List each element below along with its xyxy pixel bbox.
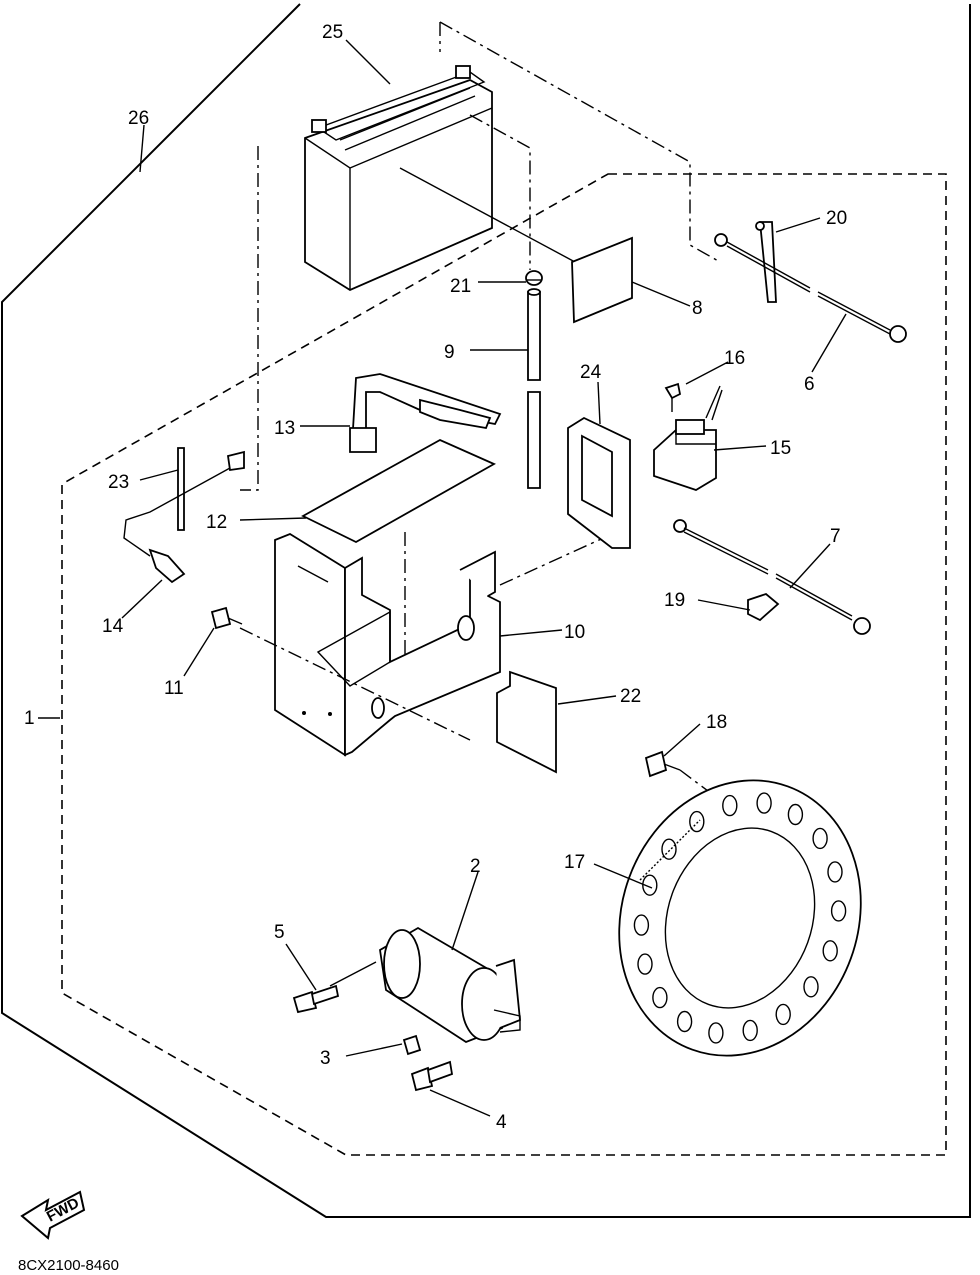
bolt-16: [664, 382, 682, 412]
starter-motor-2: [379, 926, 521, 1044]
sheet-12: [301, 438, 496, 544]
starter-relay-15: [653, 385, 723, 491]
kit-1-boundary: [61, 173, 947, 1156]
disc-hole: [742, 1019, 758, 1042]
disc-hole: [830, 900, 847, 922]
label-10: 10: [564, 622, 585, 643]
label-8: 8: [692, 298, 703, 319]
lead-14: [123, 450, 245, 584]
disc-hole: [689, 810, 705, 833]
label-23: 23: [108, 472, 129, 493]
kit-26-boundary: [1, 3, 971, 1218]
starter-disc-17: [618, 779, 862, 1057]
disc-hole: [812, 827, 828, 850]
clamp-19: [747, 592, 780, 622]
leader-lines: [38, 39, 847, 1117]
disc-hole: [633, 914, 650, 936]
label-20: 20: [826, 208, 847, 229]
bolt-11: [210, 606, 243, 630]
disc-hole: [722, 794, 738, 817]
disc-hole: [642, 874, 658, 896]
band-20: [755, 221, 777, 303]
label-11: 11: [164, 678, 184, 699]
fwd-arrow-icon: FWD: [20, 1190, 86, 1240]
disc-hole: [676, 1010, 693, 1033]
label-6: 6: [804, 374, 815, 395]
disc-hole: [803, 976, 819, 998]
disc-hole: [708, 1022, 724, 1044]
pad-8: [571, 236, 633, 324]
label-15: 15: [770, 438, 791, 459]
label-9: 9: [444, 342, 455, 363]
disc-hole: [787, 803, 804, 826]
label-26: 26: [128, 108, 149, 129]
label-19: 19: [664, 590, 685, 611]
label-16: 16: [724, 348, 745, 369]
battery: [304, 65, 576, 292]
lead-7: [673, 519, 871, 635]
battery-band-13: [349, 373, 502, 453]
label-1: 1: [24, 708, 35, 729]
disc-hole: [661, 838, 677, 860]
disc-hole: [637, 953, 653, 975]
band-23: [177, 447, 185, 531]
label-12: 12: [206, 512, 227, 533]
disc-hole: [775, 1003, 791, 1026]
bolt-5: [292, 984, 340, 1014]
disc-hole: [822, 940, 838, 962]
nut-3: [402, 1034, 422, 1056]
label-18: 18: [706, 712, 727, 733]
label-25: 25: [322, 22, 343, 43]
disc-hole: [756, 792, 772, 814]
plate-22: [496, 670, 557, 774]
label-14: 14: [102, 616, 124, 637]
drawing-code: 8CX2100-8460: [18, 1257, 119, 1274]
tube-9: [527, 288, 541, 489]
label-24: 24: [580, 362, 602, 383]
label-5: 5: [274, 922, 285, 943]
cap-21: [525, 270, 543, 286]
label-3: 3: [320, 1048, 331, 1069]
lead-6: [714, 233, 907, 343]
bolt-4: [410, 1060, 454, 1092]
label-7: 7: [830, 526, 841, 547]
disc-hole: [827, 861, 843, 883]
holder-24: [567, 416, 631, 549]
bolt-18: [644, 750, 681, 778]
label-2: 2: [470, 856, 481, 877]
label-17: 17: [564, 852, 585, 873]
label-22: 22: [620, 686, 641, 707]
label-13: 13: [274, 418, 295, 439]
battery-box-10: [274, 532, 501, 757]
disc-hole: [652, 986, 668, 1009]
label-21: 21: [450, 276, 471, 297]
label-4: 4: [496, 1112, 507, 1133]
